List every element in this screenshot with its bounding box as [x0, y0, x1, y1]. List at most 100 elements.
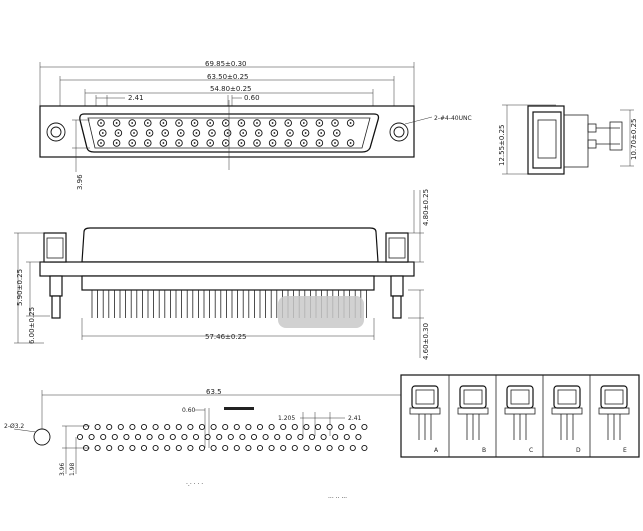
footprint-pad	[245, 444, 252, 452]
pin-center	[209, 122, 212, 124]
pin-center	[100, 122, 102, 124]
footprint-pad	[314, 423, 322, 431]
footprint-pad	[210, 423, 217, 431]
variant-c: C	[504, 385, 536, 454]
footprint-pad	[233, 423, 240, 431]
footprint-pad	[303, 423, 310, 431]
footprint-pad	[332, 433, 339, 441]
footprint-pad	[210, 444, 217, 452]
footprint-pad	[239, 433, 246, 441]
pin-center	[304, 132, 307, 134]
footprint-pad	[111, 433, 118, 441]
pin-center	[273, 132, 276, 134]
footprint-pad	[343, 433, 350, 441]
pin-center	[240, 142, 243, 144]
footprint-view: 63.5 2-Ø3.2 0.60 1.205 2.41 3.96 1.98 ‧.…	[4, 388, 420, 502]
footprint-pad	[76, 433, 84, 441]
footprint-pad	[256, 444, 264, 452]
footprint-pad	[175, 444, 182, 452]
pin-center	[133, 132, 135, 134]
side-shell	[532, 111, 562, 169]
pin-center	[226, 132, 229, 134]
dim-note-bar	[224, 407, 254, 410]
footprint-pad	[303, 444, 310, 452]
footprint-pad	[262, 433, 269, 441]
dim-overall-width: 69.85±0.30	[205, 60, 247, 68]
pin-center	[148, 132, 151, 134]
footprint-pad	[308, 433, 316, 441]
front-post-left-inner	[46, 237, 64, 259]
footprint-pad	[291, 444, 298, 452]
pin-center	[334, 142, 336, 144]
variant-label: E	[623, 447, 627, 454]
pin-center	[256, 142, 258, 144]
footprint-pad	[222, 423, 229, 431]
footprint-caption: ‧.‧ · · ·	[186, 481, 203, 488]
pin-center	[146, 142, 149, 144]
footprint-pad	[361, 423, 368, 431]
variant-label: D	[576, 447, 581, 454]
pin-center	[178, 142, 180, 144]
variant-label: B	[482, 447, 486, 454]
footprint-pad	[140, 444, 148, 452]
side-insert	[537, 119, 557, 159]
dim-row-spacing: 3.96	[76, 174, 84, 190]
dim-body-height: 5.90±0.25	[16, 269, 24, 306]
footprint-pad	[164, 423, 171, 431]
footprint-pad	[314, 444, 322, 452]
dim-pin-row-width: 57.46±0.25	[205, 333, 247, 341]
front-shell	[81, 227, 379, 263]
footprint-pad	[280, 444, 287, 452]
dim-footprint-pitch: 2.41	[348, 415, 362, 422]
footprint-pad	[134, 433, 142, 441]
dim-row-spacing-b: 1.98	[69, 462, 76, 476]
variant-label: A	[434, 447, 439, 454]
pin-center	[287, 122, 290, 124]
footprint-pad	[198, 444, 206, 452]
footprint-pad	[338, 444, 345, 452]
footprint-pad	[326, 423, 333, 431]
pin-center	[164, 132, 167, 134]
drawing-note: ··· ·· ···	[328, 495, 347, 502]
footprint-pad	[100, 433, 107, 441]
dim-side-depth: 10.70±0.25	[630, 119, 638, 161]
footprint-pad	[222, 444, 229, 452]
dim-mounting-hole: 2-Ø3.2	[4, 423, 24, 430]
footprint-pad	[158, 433, 165, 441]
footprint-pad	[106, 423, 113, 431]
variant-panel: A B C D E	[400, 374, 640, 458]
variant-insert	[604, 389, 624, 405]
side-pin-lower	[587, 139, 597, 149]
footprint-pad	[123, 433, 130, 441]
front-post-right-inner	[388, 237, 406, 259]
pin-center	[211, 132, 213, 134]
footprint-pad	[88, 433, 95, 441]
pin-center	[334, 122, 336, 124]
side-view: 12.55±0.25 10.70±0.25	[498, 104, 638, 175]
pin-center	[287, 142, 290, 144]
footprint-pad	[140, 423, 148, 431]
footprint-pad	[94, 444, 101, 452]
footprint-pad	[82, 423, 90, 431]
footprint-pad	[187, 423, 194, 431]
top-view-pins	[97, 119, 355, 147]
pin-center	[242, 132, 245, 134]
pin-center	[335, 132, 338, 134]
footprint-pad	[129, 444, 136, 452]
pin-center	[256, 122, 258, 124]
pin-center	[240, 122, 243, 124]
footprint-pad	[152, 444, 159, 452]
front-lower-body	[81, 275, 375, 291]
pin-center	[193, 142, 196, 144]
dim-half-pitch: 1.205	[278, 415, 295, 422]
front-lock-right	[390, 275, 404, 297]
footprint-pad	[198, 423, 206, 431]
thread-callout: 2-#4-40UNC	[434, 115, 472, 122]
variant-d: D	[551, 385, 583, 454]
footprint-pad	[256, 423, 264, 431]
front-lock-right-tail	[392, 295, 402, 319]
d-shell-outline	[79, 113, 380, 153]
pin-center	[131, 122, 134, 124]
footprint-pad	[233, 444, 240, 452]
pin-center	[257, 132, 260, 134]
